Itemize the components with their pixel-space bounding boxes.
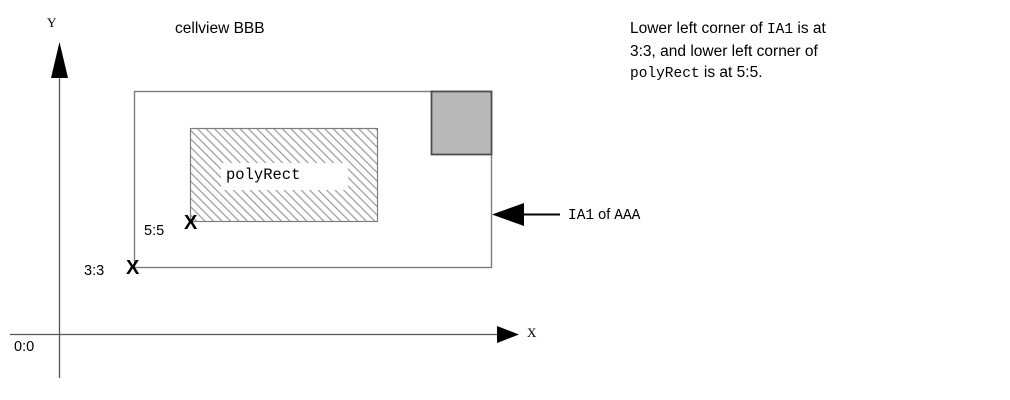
origin-label: 0:0 [14, 339, 35, 355]
ia1-callout-label: IA1 of AAA [568, 206, 640, 226]
polyrect-label-plate [221, 163, 348, 190]
polyrect-corner-marker: X [184, 212, 198, 234]
note-line1-prefix: Lower left corner of [630, 20, 767, 37]
note-line2: 3:3, and lower left corner of [630, 43, 818, 60]
ia1-callout-arrowhead [492, 203, 524, 226]
x-axis-label: X [527, 325, 537, 340]
y-axis-arrowhead [51, 42, 68, 78]
ia1-corner-coordinate-label: 3:3 [84, 263, 105, 279]
note-ia1-token: IA1 [766, 22, 794, 38]
polyrect-corner-coordinate-label: 5:5 [144, 223, 165, 239]
ia1-corner-marker: X [126, 257, 140, 279]
note-line1-suffix: is at [793, 20, 826, 37]
explanatory-note: Lower left corner of IA1 is at 3:3, and … [630, 18, 960, 85]
note-line3-suffix: is at 5:5. [699, 64, 763, 81]
axis-group [10, 42, 519, 378]
note-polyrect-token: polyRect [630, 66, 700, 82]
x-axis-arrowhead [497, 326, 519, 343]
ia1-callout-instance-name: IA1 [568, 208, 595, 224]
ia1-callout-arrow [492, 203, 560, 226]
page-title: cellview BBB [175, 20, 265, 37]
polyrect-label: polyRect [226, 166, 301, 184]
ia1-callout-master-name: AAA [614, 208, 641, 224]
ia1-rectangle[interactable] [133, 90, 493, 269]
gray-square-shape[interactable] [430, 90, 493, 156]
ia1-callout-connector: of [594, 207, 615, 223]
y-axis-label: Y [47, 15, 57, 30]
